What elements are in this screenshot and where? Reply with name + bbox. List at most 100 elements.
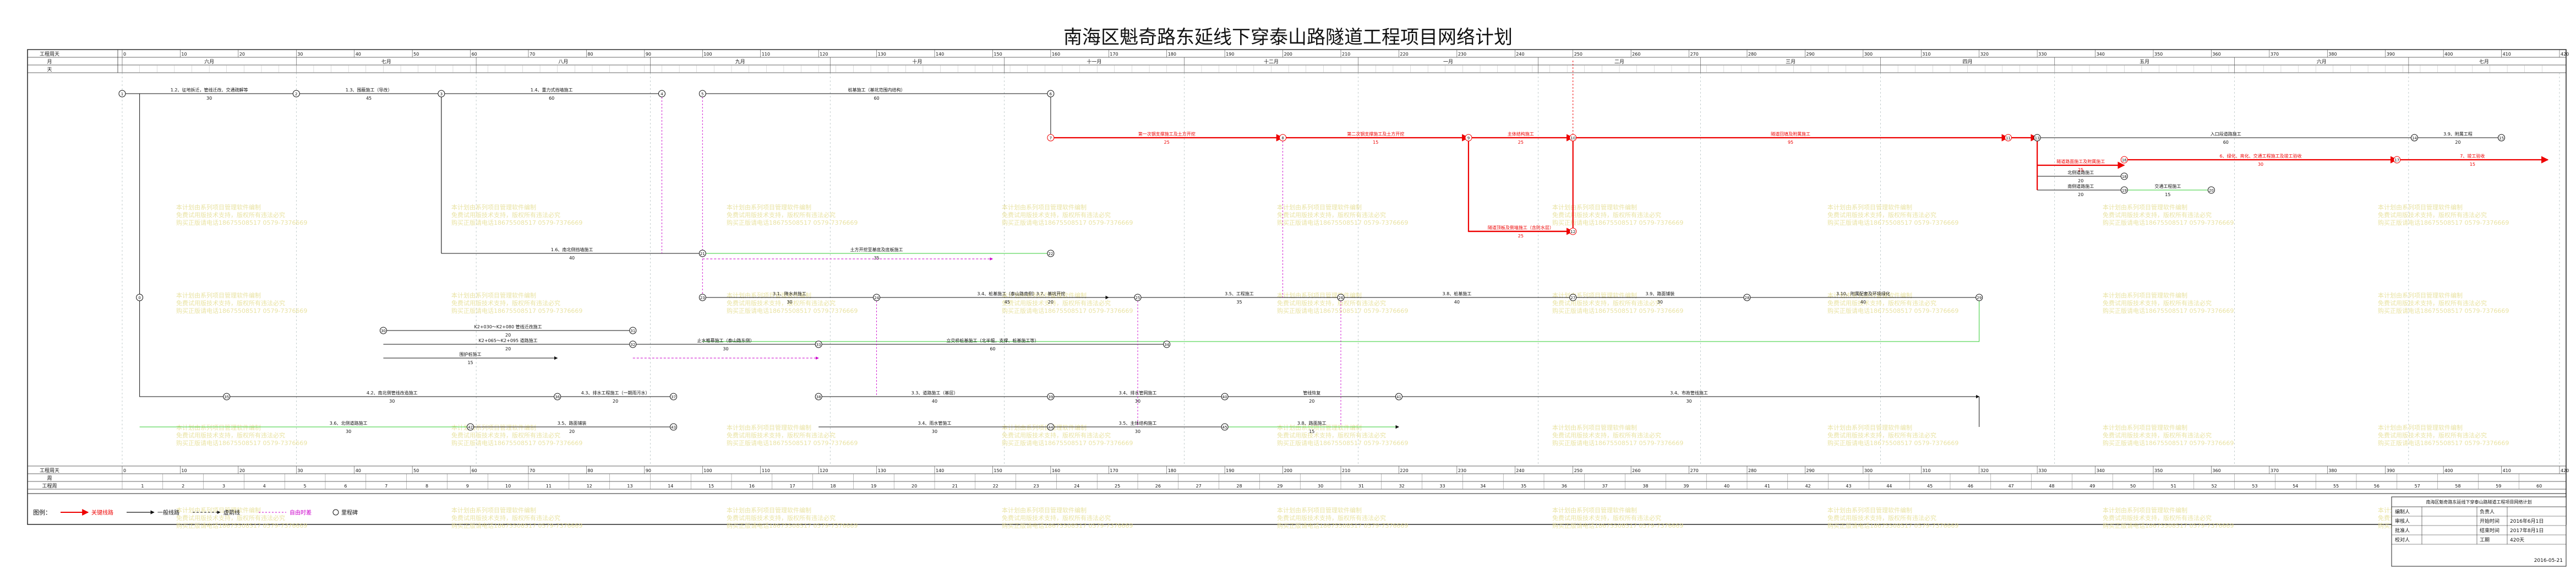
activity-label: 隧道回填及附属施工 (1771, 131, 1810, 137)
day-tick-label: 330 (2038, 52, 2046, 57)
day-tick-label: 270 (1690, 52, 1699, 57)
week-number: 2 (182, 484, 184, 489)
watermark-text: 免费试用版技术支持，版权所有违法必究 (1002, 211, 1111, 219)
watermark-text: 本计划由系列项目管理软件编制 (1827, 424, 1912, 431)
week-number: 7 (385, 484, 388, 489)
event-node-number: 21 (700, 252, 705, 256)
event-node-circle (873, 294, 881, 301)
watermark-text: 本计划由系列项目管理软件编制 (2378, 291, 2463, 299)
watermark-text: 免费试用版技术支持，版权所有违法必究 (727, 299, 836, 307)
week-number: 18 (830, 484, 836, 489)
watermark-text: 免费试用版技术支持，版权所有违法必究 (1552, 211, 1661, 219)
day-tick-label: 0 (123, 52, 126, 57)
event-node-circle (1743, 294, 1751, 301)
day-tick-label: 370 (2271, 52, 2279, 57)
week-number: 4 (263, 484, 266, 489)
day-tick-label: 280 (1748, 52, 1756, 57)
event-node-circle (2393, 156, 2401, 164)
day-tick-label: 170 (1110, 468, 1118, 473)
title-block-side-value: 2016年6月1日 (2510, 518, 2544, 524)
activity-label: 3.4、排水管网施工 (1119, 390, 1157, 396)
activity-label: 止水帷幕施工（泰山路东侧） (697, 338, 754, 343)
event-node: 5 (698, 90, 706, 98)
watermark-text: 本计划由系列项目管理软件编制 (1002, 203, 1087, 211)
watermark-text: 购买正版请电话18675508517 0579-7376669 (176, 439, 307, 447)
event-node: 27 (1569, 294, 1577, 301)
event-node: 21 (698, 250, 706, 257)
event-node: 10 (1569, 134, 1577, 142)
activity-label: 1.4、重力式挡墙施工 (531, 87, 573, 93)
day-tick-label: 360 (2212, 468, 2220, 473)
event-node-circle (2004, 134, 2012, 142)
event-node-number: 37 (671, 395, 676, 399)
day-tick-label: 400 (2444, 468, 2453, 473)
event-node-number: 25 (1136, 296, 1140, 300)
week-number: 14 (668, 484, 673, 489)
watermark-text: 免费试用版技术支持，版权所有违法必究 (1277, 299, 1386, 307)
watermark-text: 本计划由系列项目管理软件编制 (1002, 424, 1087, 431)
event-node-circle (438, 90, 445, 98)
event-node-number: 10 (1570, 136, 1575, 140)
title-block-side-value: 420天 (2510, 538, 2524, 543)
event-node-number: 41 (1396, 395, 1401, 399)
day-tick-label: 30 (297, 468, 303, 473)
event-node-circle (223, 393, 231, 400)
month-label: 五月 (2140, 59, 2149, 65)
week-number: 17 (790, 484, 795, 489)
day-tick-label: 70 (530, 52, 535, 57)
watermark-text: 免费试用版技术支持，版权所有违法必究 (2103, 299, 2212, 307)
watermark-text: 免费试用版技术支持，版权所有违法必究 (727, 431, 836, 439)
week-number: 53 (2252, 484, 2257, 489)
watermark-text: 购买正版请电话18675508517 0579-7376669 (451, 219, 582, 226)
month-label: 十月 (912, 58, 922, 65)
event-node: 28 (1743, 294, 1751, 301)
watermark-text: 免费试用版技术支持，版权所有违法必究 (1827, 299, 1936, 307)
week-number: 39 (1683, 484, 1689, 489)
event-node-number: 32 (630, 343, 635, 347)
watermark-text: 购买正版请电话18675508517 0579-7376669 (2378, 439, 2509, 447)
title-block-frame (2391, 496, 2567, 567)
activity-duration: 20 (505, 346, 511, 351)
day-tick-label: 250 (1574, 468, 1582, 473)
day-tick-label: 180 (1168, 52, 1176, 57)
event-node: 31 (629, 327, 637, 334)
watermark-text: 本计划由系列项目管理软件编制 (2378, 203, 2463, 211)
outer-border (27, 49, 2567, 525)
activity-label: 3.5、工程施工 (1225, 291, 1254, 296)
event-node-number: 6 (1050, 92, 1052, 96)
watermark-text: 本计划由系列项目管理软件编制 (2378, 424, 2463, 431)
month-label: 八月 (558, 59, 568, 65)
activity-duration: 25 (1518, 140, 1524, 145)
activity-duration: 15 (1309, 429, 1314, 434)
event-node-circle (1569, 294, 1577, 301)
watermark-text: 本计划由系列项目管理软件编制 (1827, 506, 1912, 514)
watermark-text: 购买正版请电话18675508517 0579-7376669 (2378, 307, 2509, 315)
event-node: 3 (438, 90, 445, 98)
network-edges: 1.2、征地拆迁，管线迁改、交通疏解等301.3、围蔽施工（导改）451.4、重… (122, 61, 2549, 434)
watermark-text: 免费试用版技术支持，版权所有违法必究 (1552, 431, 1661, 439)
watermark-text: 购买正版请电话18675508517 0579-7376669 (2103, 219, 2234, 226)
day-tick-label: 230 (1458, 52, 1466, 57)
month-label: 七月 (2479, 59, 2489, 65)
activity-duration: 60 (2223, 140, 2229, 145)
week-number: 21 (952, 484, 958, 489)
activity-duration: 40 (932, 399, 937, 404)
watermark-text: 免费试用版技术支持，版权所有违法必究 (451, 299, 560, 307)
event-node-number: 28 (1745, 296, 1750, 300)
watermark-text: 免费试用版技术支持，版权所有违法必究 (1002, 299, 1111, 307)
day-tick-label: 80 (587, 52, 593, 57)
watermark-text: 购买正版请电话18675508517 0579-7376669 (727, 522, 858, 529)
day-tick-label: 320 (1980, 468, 1989, 473)
day-tick-label: 110 (762, 52, 770, 57)
activity-duration: 20 (1048, 300, 1054, 305)
month-label: 九月 (735, 59, 745, 65)
event-node: 12 (1569, 228, 1577, 235)
activity-label: 3.10、附属配套及环境绿化 (1836, 291, 1890, 296)
event-node-number: 0 (138, 296, 140, 300)
day-tick-label: 20 (239, 52, 245, 57)
day-tick-label: 390 (2387, 52, 2395, 57)
dependency-line (139, 297, 227, 397)
event-node-circle (2120, 172, 2128, 180)
activity-label: 入口段道路施工 (2211, 131, 2241, 137)
